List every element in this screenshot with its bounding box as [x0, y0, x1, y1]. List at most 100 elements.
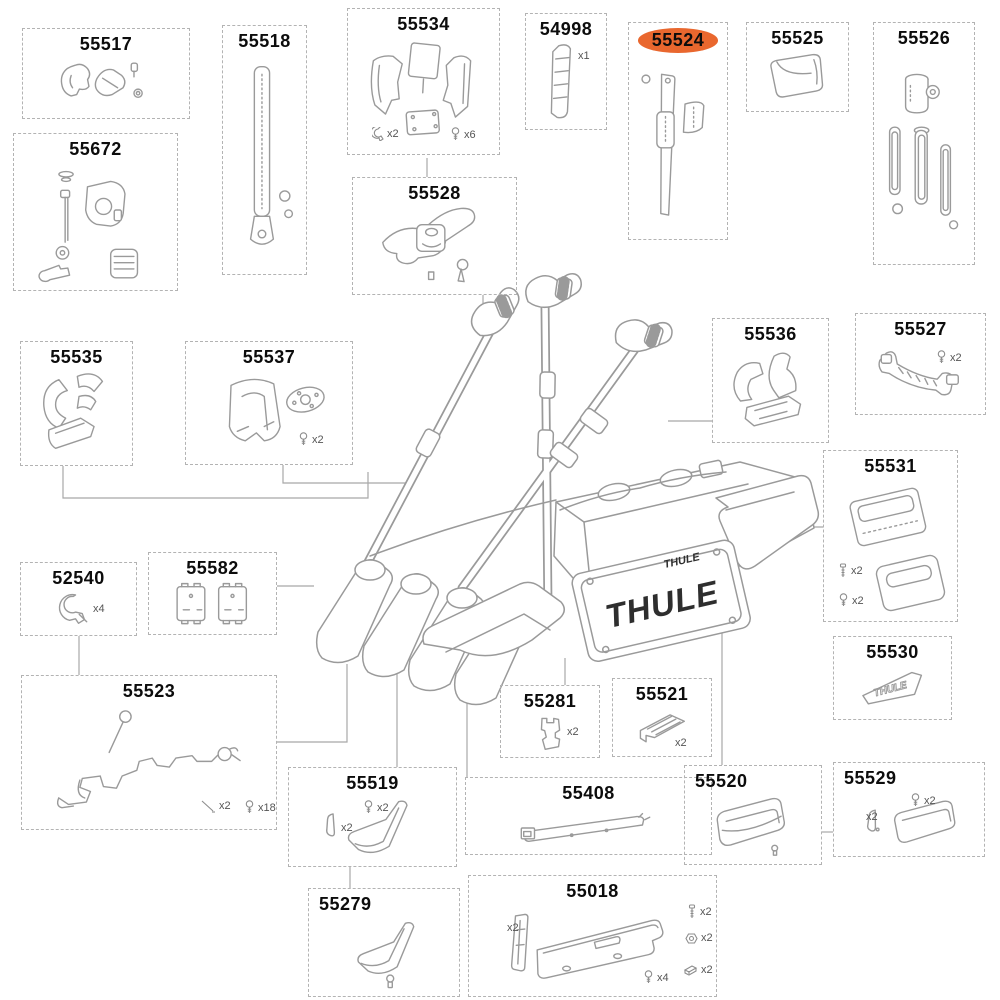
quantity-marker: x2	[687, 904, 712, 920]
part-sketch-strapv	[229, 52, 300, 269]
quantity-marker: x2	[838, 563, 863, 579]
part-sketch-handle	[359, 204, 510, 289]
quantity-marker: x2	[507, 922, 519, 934]
part-number-label[interactable]: 55536	[744, 324, 797, 344]
part-number-label[interactable]: 55535	[50, 347, 103, 367]
part-sketch-ladder	[532, 40, 600, 124]
part-number-label[interactable]: 55279	[319, 894, 372, 914]
wheel-trays	[315, 559, 565, 706]
part-number-label-highlighted[interactable]: 55524	[637, 28, 719, 53]
part-sketch-knobclips	[880, 49, 968, 259]
part-box-55535[interactable]: 55535	[20, 341, 133, 466]
part-number-label[interactable]: 55281	[523, 691, 577, 711]
part-box-55529[interactable]: 55529 x2 x2	[833, 762, 985, 857]
part-box-55408[interactable]: 55408	[465, 777, 712, 855]
part-number-label[interactable]: 55525	[771, 28, 824, 48]
part-number-label[interactable]: 55018	[566, 881, 619, 901]
part-number-label[interactable]: 55672	[69, 139, 122, 159]
part-number-label[interactable]: 55537	[242, 347, 296, 367]
part-box-55526[interactable]: 55526	[873, 22, 975, 265]
part-number-label[interactable]: 55520	[695, 771, 748, 791]
part-number-label[interactable]: 52540	[52, 568, 105, 588]
part-sketch-housing2	[192, 368, 346, 459]
quantity-marker: x2	[866, 811, 878, 823]
part-box-55537[interactable]: 55537 x2	[185, 341, 353, 465]
part-box-55527[interactable]: 55527 x2	[855, 313, 986, 415]
part-sketch-lockset	[20, 160, 171, 285]
part-sketch-lamp2	[840, 789, 978, 851]
quantity-marker: x2	[910, 793, 936, 808]
part-sketch-badge: THULE	[840, 663, 945, 714]
part-number-label[interactable]: 55518	[238, 31, 291, 51]
connector-line	[62, 466, 369, 499]
quantity-marker: x2	[838, 593, 864, 608]
part-number-label[interactable]: 55531	[864, 456, 917, 476]
quantity-marker: x2	[298, 432, 324, 447]
part-number-label[interactable]: 55517	[79, 34, 133, 54]
part-box-55521[interactable]: 55521 x2	[612, 678, 712, 757]
part-sketch-coverwedge	[295, 794, 450, 861]
quantity-marker: x4	[93, 603, 105, 615]
part-box-55582[interactable]: 55582	[148, 552, 277, 635]
quantity-marker: x2	[567, 726, 579, 738]
part-sketch-brackets	[354, 35, 493, 149]
quantity-marker: x2	[683, 964, 713, 976]
part-number-label[interactable]: 55408	[562, 783, 615, 803]
part-number-label[interactable]: 55527	[894, 319, 947, 339]
part-number-label[interactable]: 55582	[186, 558, 239, 578]
quantity-marker: x2	[363, 800, 389, 815]
part-sketch-blocks2	[155, 579, 270, 629]
part-number-label[interactable]: 55529	[844, 768, 897, 788]
part-box-55525[interactable]: 55525	[746, 22, 849, 112]
quantity-marker: x2	[936, 350, 962, 365]
frame-claw	[614, 319, 673, 353]
part-sketch-plateassy	[475, 902, 710, 991]
part-box-55536[interactable]: 55536	[712, 318, 829, 443]
part-number-label[interactable]: 55521	[635, 684, 689, 704]
part-number-label[interactable]: 55519	[346, 773, 399, 793]
part-box-55517[interactable]: 55517	[22, 28, 190, 119]
part-box-55531[interactable]: 55531 x2 x2	[823, 450, 958, 622]
part-box-55528[interactable]: 55528	[352, 177, 517, 295]
part-box-55520[interactable]: 55520	[684, 765, 822, 865]
part-sketch-clamp2	[29, 55, 183, 113]
quantity-marker: x2	[685, 932, 713, 944]
part-box-55524[interactable]: 55524	[628, 22, 728, 240]
part-number-label[interactable]: 55526	[897, 28, 951, 48]
quantity-marker: x4	[643, 970, 669, 985]
part-sketch-clipbracket	[507, 712, 593, 752]
part-number-label[interactable]: 55534	[397, 14, 450, 34]
part-sketch-clipsmall	[27, 589, 130, 630]
quantity-marker: x18	[244, 800, 276, 815]
part-box-55518[interactable]: 55518	[222, 25, 307, 275]
frame-claw	[470, 287, 520, 337]
part-sketch-panels	[830, 477, 951, 616]
part-box-55519[interactable]: 55519 x2 x2	[288, 767, 457, 867]
quantity-marker: x2	[372, 127, 399, 141]
part-box-52540[interactable]: 52540 x4	[20, 562, 137, 636]
part-sketch-rail	[472, 804, 705, 849]
quantity-marker: x2	[341, 822, 353, 834]
part-box-55018[interactable]: 55018 x2 x2 x2 x4 x2	[468, 875, 717, 997]
part-sketch-wedgecover	[315, 915, 453, 991]
part-sketch-wedgeclip	[619, 705, 705, 751]
part-sketch-lamphousing	[691, 792, 815, 859]
part-sketch-armbracket	[862, 340, 979, 409]
part-box-55281[interactable]: 55281 x2	[500, 685, 600, 758]
part-box-55279[interactable]: 55279	[308, 888, 460, 997]
part-number-label[interactable]: 55528	[408, 183, 461, 203]
part-number-label[interactable]: 55523	[122, 681, 176, 701]
quantity-marker: x2	[675, 737, 687, 749]
part-sketch-pumpstrap	[635, 57, 721, 234]
part-number-label[interactable]: 55530	[866, 642, 919, 662]
part-box-55672[interactable]: 55672	[13, 133, 178, 291]
part-sketch-harness	[28, 702, 270, 824]
part-sketch-cradle	[719, 345, 822, 437]
part-number-label[interactable]: 54998	[539, 19, 593, 39]
part-sketch-holder	[27, 368, 126, 460]
